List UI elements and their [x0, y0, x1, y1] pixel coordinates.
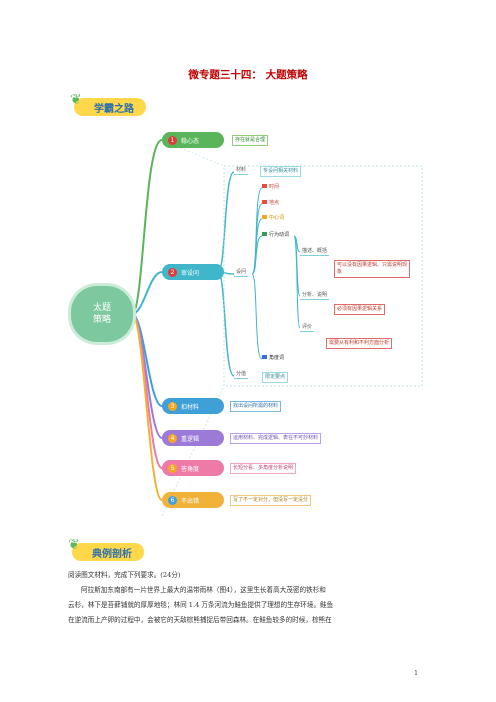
- q-item-verb: 行为动词: [262, 232, 289, 239]
- flag-icon: [262, 355, 267, 359]
- body-line: 云杉，林下是苔藓铺就的厚厚地毯；林间 1.4 万条河流为鲑鱼提供了理想的生存环境…: [68, 601, 334, 609]
- flag-icon: [262, 215, 267, 219]
- sub-describe: 描述、概括: [300, 248, 330, 256]
- q-item-center: 中心词: [262, 215, 284, 222]
- body-line: 阿拉斯加东南部有一片世界上最大的温带雨林（图4），这里生长着高大茂密的铁杉和: [81, 586, 326, 594]
- sub-describe-note: 可以没有因果逻辑、只需说明现象: [334, 260, 410, 278]
- split-node: 分值: [234, 371, 249, 379]
- body-line: 在逆流而上产卵的过程中，会被它的天敌棕熊捕捉后带回森林。在鲑鱼较多的时候，棕熊在: [68, 616, 332, 624]
- q-item-limit: 限定要点: [262, 372, 289, 383]
- flag-icon: [262, 200, 267, 204]
- material-note: 专设问相关材料: [260, 166, 302, 177]
- banner-label: 学霸之路: [94, 103, 134, 115]
- leaf-icon: ❦: [70, 92, 82, 108]
- branch-3: 3 扣材料: [162, 398, 224, 414]
- branch-1-note: 存在就是合理: [232, 135, 269, 146]
- branch-4: 4 重逻辑: [162, 430, 224, 446]
- branch-4-label: 重逻辑: [181, 435, 200, 443]
- q-item-time: 时间: [262, 184, 279, 191]
- page-title: 微专题三十四： 大题策略: [188, 69, 308, 81]
- root-label: 太题 策略: [92, 303, 111, 325]
- sub-evaluate-note: 需要从有利和不利方面分析: [326, 338, 393, 349]
- branch-3-label: 扣材料: [181, 403, 200, 411]
- branch-1-label: 稳心态: [181, 137, 200, 145]
- branch-5-label: 答角度: [181, 465, 200, 473]
- branch-6-label: 不出错: [181, 497, 200, 505]
- leaf-icon: ❦: [68, 537, 80, 553]
- body-paragraph: 阅读图文材料，完成下列要求。(24分) 阿拉斯加东南部有一片世界上最大的温带雨林…: [68, 568, 428, 628]
- material-node: 材料: [234, 167, 249, 175]
- branch-6: 6 不出错: [162, 492, 224, 508]
- branch-3-note: 找出设问所需的材料: [230, 401, 282, 412]
- flag-icon: [262, 184, 267, 188]
- banner-label: 典例剖析: [92, 548, 132, 560]
- branch-4-note: 运用材料、完成逻辑、表在不可抄材料: [230, 433, 322, 444]
- sub-evaluate: 评价: [300, 324, 315, 332]
- branch-1: 1 稳心态: [162, 132, 224, 148]
- section-banner-xueba: ❦ 学霸之路: [70, 92, 146, 118]
- question-node: 设问: [234, 269, 249, 277]
- q-item-place: 地点: [262, 200, 279, 207]
- body-line: 阅读图文材料，完成下列要求。(24分): [68, 571, 181, 579]
- branch-2-label: 审设问: [181, 269, 200, 277]
- flag-icon: [262, 232, 267, 236]
- sub-analyze-note: 必须有因果逻辑关系: [334, 304, 386, 315]
- q-item-angle: 角度词: [262, 355, 284, 362]
- mindmap-connectors: [131, 139, 423, 516]
- strategy-mindmap: 太题 策略 1 稳心态 存在就是合理 2 审设问 3 扣材料 找出设问所需的材料…: [64, 116, 444, 516]
- banner-flag: ❦ 学霸之路: [70, 92, 146, 116]
- banner-flag: ❦ 典例剖析: [68, 537, 144, 561]
- sub-analyze: 分析、说明: [300, 292, 330, 300]
- branch-6-note: 写了不一定对分，但没写一定没分: [230, 495, 312, 506]
- branch-2: 2 审设问: [162, 264, 224, 280]
- mindmap-root: 太题 策略: [71, 286, 133, 342]
- branch-5: 5 答角度: [162, 460, 224, 476]
- page-number: 1: [414, 670, 418, 677]
- branch-5-note: 长短分看、多角度分析说明: [230, 463, 297, 474]
- section-banner-dianli: ❦ 典例剖析: [68, 537, 144, 563]
